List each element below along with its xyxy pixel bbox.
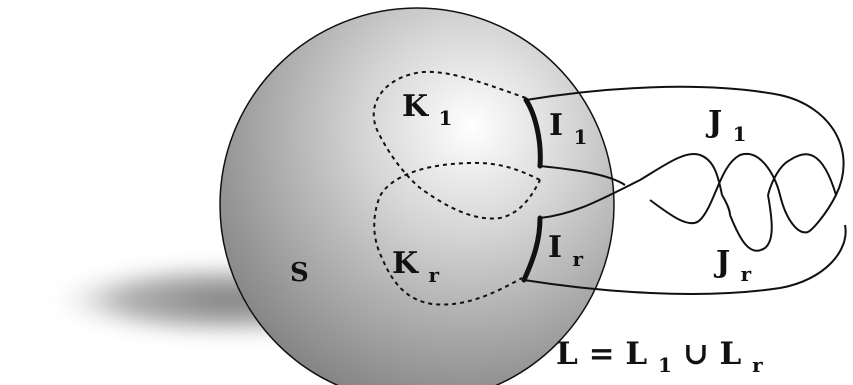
equation-term2: L [719,336,741,372]
label-jr-main: J [713,245,730,280]
strand-j1-outer [525,85,845,233]
arc-ir [521,215,543,283]
label-j1: J 1 [705,105,747,146]
label-jr: J r [713,245,752,286]
label-i1-main: I [549,108,563,143]
strand-jr-outer [523,224,847,295]
label-i1: I 1 [549,108,587,149]
label-i1-sub: 1 [574,125,588,149]
label-j1-main: J [705,105,722,140]
label-k1-sub: 1 [439,106,453,130]
label-k1: K 1 [402,89,452,130]
label-kr-sub: r [429,263,440,287]
label-ir-main: I [548,230,562,265]
label-kr: K r [392,246,440,287]
label-s: S [290,258,309,288]
label-kr-main: K [392,246,419,281]
label-jr-sub: r [741,262,752,286]
label-k1-main: K [402,89,429,124]
region-k1-boundary [372,70,541,220]
label-j1-sub: 1 [733,122,747,146]
equation-union: ∪ [683,336,709,372]
equation-term1-sub: 1 [658,353,672,377]
equation-term1: L [625,336,647,372]
strand-jr-inner [539,153,837,252]
equation-eq: = [589,336,615,372]
label-ir-sub: r [573,247,584,271]
label-ir: I r [548,230,584,271]
region-kr-boundary [373,161,541,306]
strand-j1-inner [539,152,809,234]
sphere [219,7,615,385]
equation-term2-sub: r [752,353,763,377]
arc-i1 [523,97,543,169]
equation: L = L 1 ∪ L r [556,336,763,380]
strand-jr-inner-b [721,159,791,216]
equation-lhs: L [556,336,578,372]
